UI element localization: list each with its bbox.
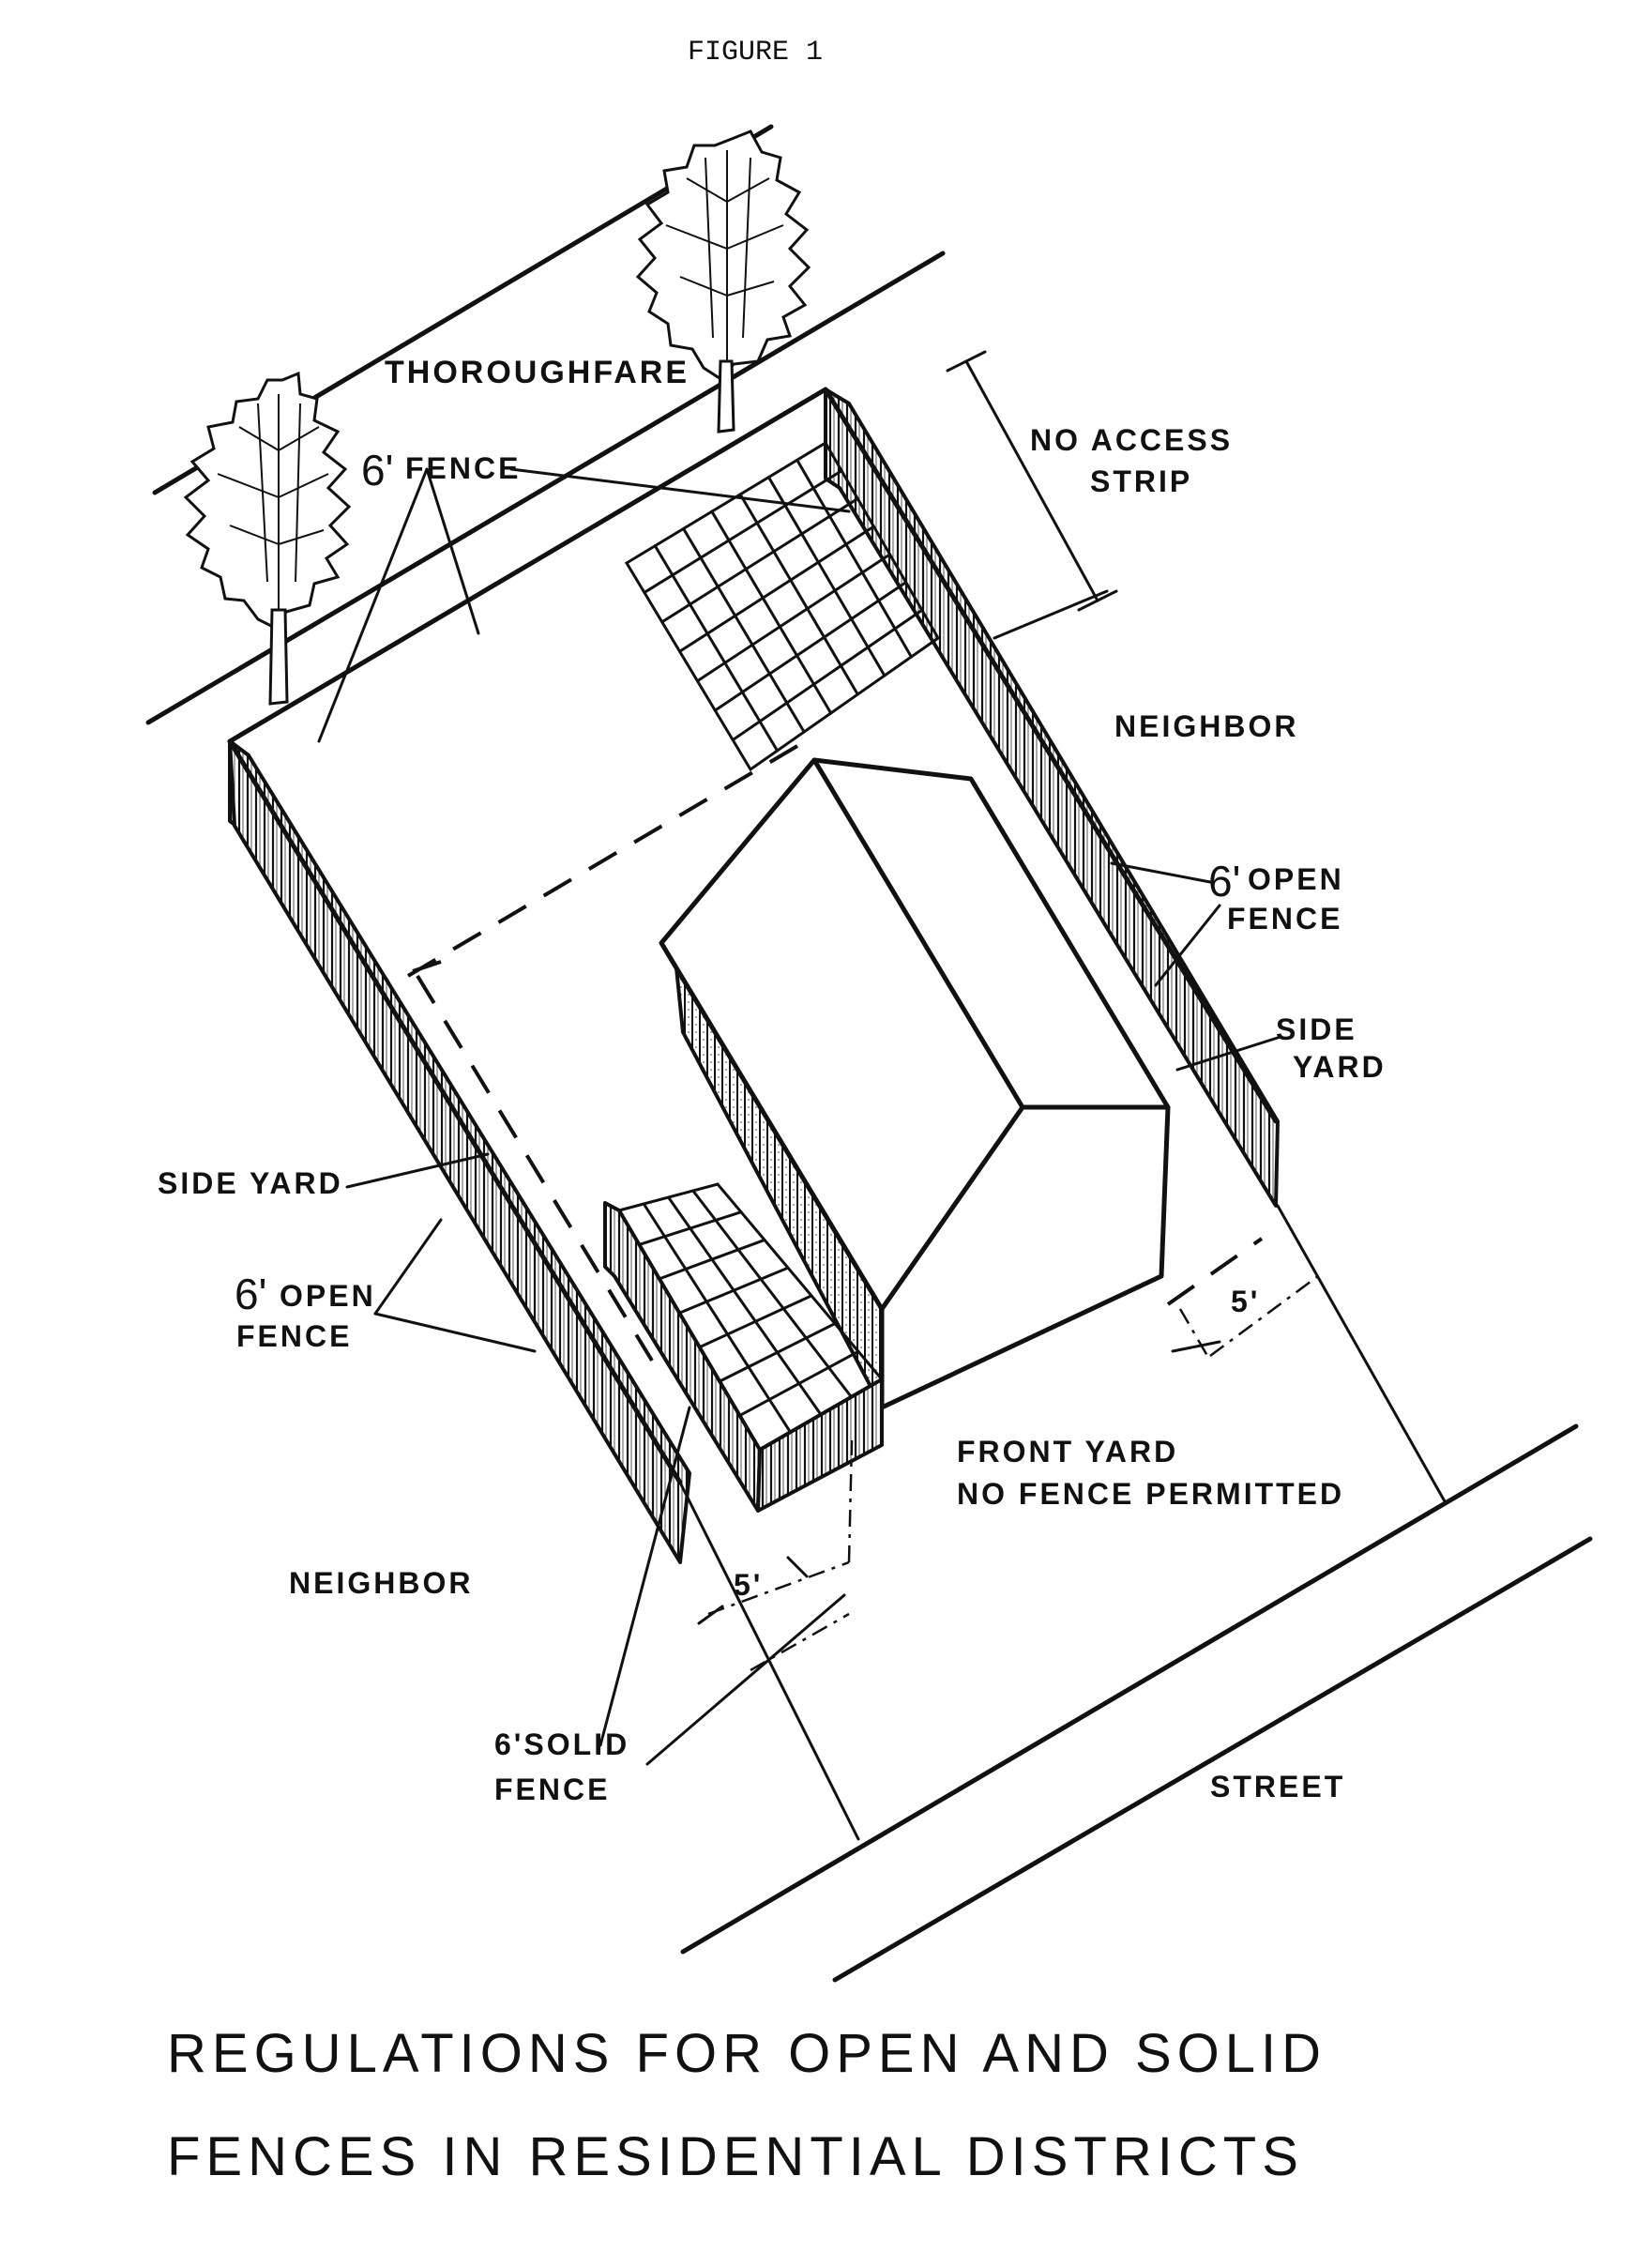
label-solid-fence-1: 6'SOLID: [494, 1727, 629, 1761]
label-side-yard-right-2: YARD: [1293, 1050, 1387, 1084]
label-open-fence-right-1: OPEN: [1248, 862, 1344, 896]
label-solid-fence-2: FENCE: [494, 1773, 610, 1806]
label-neighbor-left: NEIGHBOR: [289, 1566, 473, 1600]
label-open-fence-left-2: FENCE: [236, 1319, 352, 1353]
label-front-yard-2: NO FENCE PERMITTED: [957, 1477, 1344, 1511]
label-no-access-2: STRIP: [1090, 464, 1192, 498]
label-thoroughfare: THOROUGHFARE: [385, 355, 690, 390]
label-open-fence-left-mark: 6': [235, 1270, 266, 1318]
figure-label: FIGURE 1: [688, 37, 823, 68]
caption-line-2: FENCES IN RESIDENTIAL DISTRICTS: [167, 2126, 1304, 2187]
solid-fence-front-wall: [758, 1379, 882, 1511]
label-no-access-1: NO ACCESS: [1030, 423, 1233, 457]
label-side-yard-right-1: SIDE: [1276, 1012, 1357, 1046]
label-open-fence-right-2: FENCE: [1227, 902, 1342, 936]
label-neighbor-right: NEIGHBOR: [1114, 709, 1298, 743]
label-5ft-right: 5': [1231, 1285, 1260, 1318]
label-6ft-fence: FENCE: [405, 451, 521, 485]
label-open-fence-left-1: OPEN: [280, 1279, 376, 1313]
label-open-fence-right-mark: 6': [1208, 857, 1240, 905]
label-street: STREET: [1210, 1770, 1345, 1803]
label-6ft-fence-mark: 6': [361, 446, 393, 495]
label-5ft-left: 5': [734, 1568, 763, 1602]
open-fence-left: [230, 741, 690, 1562]
caption-line-1: REGULATIONS FOR OPEN AND SOLID: [167, 2023, 1326, 2084]
label-front-yard-1: FRONT YARD: [957, 1435, 1178, 1468]
label-side-yard-left: SIDE YARD: [158, 1166, 343, 1200]
